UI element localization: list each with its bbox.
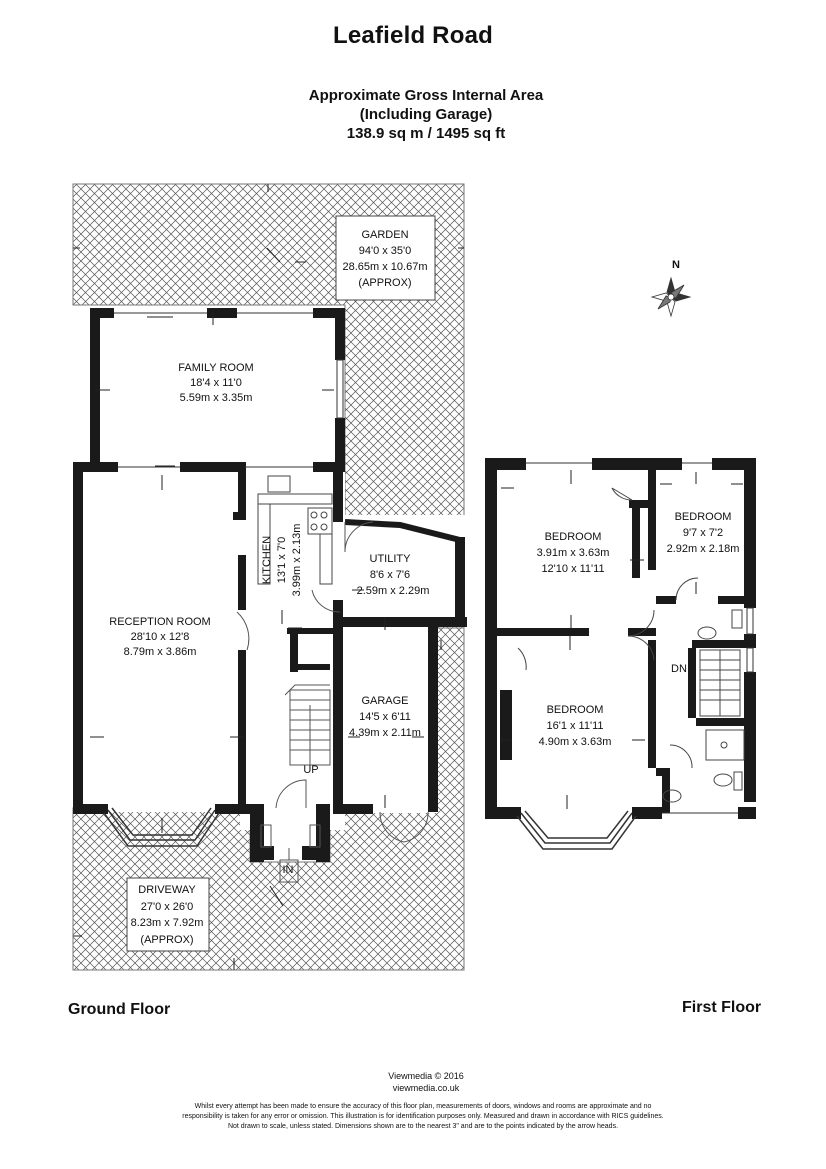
compass-rose — [650, 276, 692, 318]
garage-name: GARAGE — [361, 695, 408, 707]
utility-metric: 2.59m x 2.29m — [357, 585, 430, 597]
driveway-metric: 8.23m x 7.92m — [131, 917, 204, 929]
driveway-label-box — [126, 877, 210, 952]
first-floor-label: First Floor — [682, 999, 762, 1016]
ground-floor-label: Ground Floor — [68, 1001, 171, 1018]
utility-name: UTILITY — [370, 553, 412, 565]
garden-label-box — [335, 215, 436, 301]
bedroom-3-metric: 4.90m x 3.63m — [539, 736, 612, 748]
kitchen-metric: 3.99m x 2.13m — [291, 524, 303, 597]
bedroom-1-imperial: 12'10 x 11'11 — [541, 563, 604, 575]
bedroom-1-name: BEDROOM — [545, 531, 602, 543]
bedroom-2-name: BEDROOM — [675, 511, 732, 523]
credit-line-2: viewmedia.co.uk — [392, 1083, 460, 1093]
area-line-2: (Including Garage) — [359, 106, 493, 123]
in-label: IN — [283, 864, 294, 876]
disclaimer-line-1: Whilst every attempt has been made to en… — [194, 1103, 652, 1110]
bedroom-3-imperial: 16'1 x 11'11 — [546, 720, 603, 732]
up-label: UP — [303, 764, 318, 776]
garden-metric: 28.65m x 10.67m — [343, 261, 428, 273]
driveway-note: (APPROX) — [140, 934, 193, 946]
footer-disclaimer: Whilst every attempt has been made to en… — [40, 1102, 806, 1132]
family-room-name: FAMILY ROOM — [178, 362, 253, 374]
kitchen-name: KITCHEN — [261, 536, 273, 584]
driveway-name: DRIVEWAY — [138, 884, 196, 896]
compass-north-label: N — [672, 259, 680, 271]
reception-room-metric: 8.79m x 3.86m — [124, 646, 197, 658]
dn-label: DN — [671, 663, 687, 675]
bedroom-3-name: BEDROOM — [547, 704, 604, 716]
area-line-3: 138.9 sq m / 1495 sq ft — [346, 125, 506, 142]
area-line-1: Approximate Gross Internal Area — [308, 87, 544, 104]
garage-imperial: 14'5 x 6'11 — [359, 711, 411, 723]
garden-note: (APPROX) — [358, 277, 411, 289]
bedroom-1-metric: 3.91m x 3.63m — [537, 547, 610, 559]
kitchen-imperial: 13'1 x 7'0 — [276, 537, 288, 583]
garden-name: GARDEN — [361, 229, 408, 241]
gross-area-summary: Approximate Gross Internal Area (Includi… — [0, 86, 826, 143]
footer-credit: Viewmedia © 2016 viewmedia.co.uk — [0, 1070, 826, 1094]
driveway-imperial: 27'0 x 26'0 — [141, 901, 194, 913]
reception-room-name: RECEPTION ROOM — [109, 616, 210, 628]
bedroom-2-metric: 2.92m x 2.18m — [667, 543, 740, 555]
utility-imperial: 8'6 x 7'6 — [370, 569, 410, 581]
plan-title: Leafield Road — [333, 22, 493, 49]
family-room-imperial: 18'4 x 11'0 — [190, 377, 242, 389]
garage-metric: 4.39m x 2.11m — [349, 727, 421, 739]
disclaimer-line-2: responsibility is taken for any error or… — [182, 1113, 664, 1120]
garden-imperial: 94'0 x 35'0 — [359, 245, 412, 257]
credit-line-1: Viewmedia © 2016 — [388, 1071, 464, 1081]
bedroom-2-imperial: 9'7 x 7'2 — [683, 527, 723, 539]
family-room-metric: 5.59m x 3.35m — [180, 392, 253, 404]
disclaimer-line-3: Not drawn to scale, unless stated. Dimen… — [227, 1123, 619, 1130]
reception-room-imperial: 28'10 x 12'8 — [131, 631, 190, 643]
